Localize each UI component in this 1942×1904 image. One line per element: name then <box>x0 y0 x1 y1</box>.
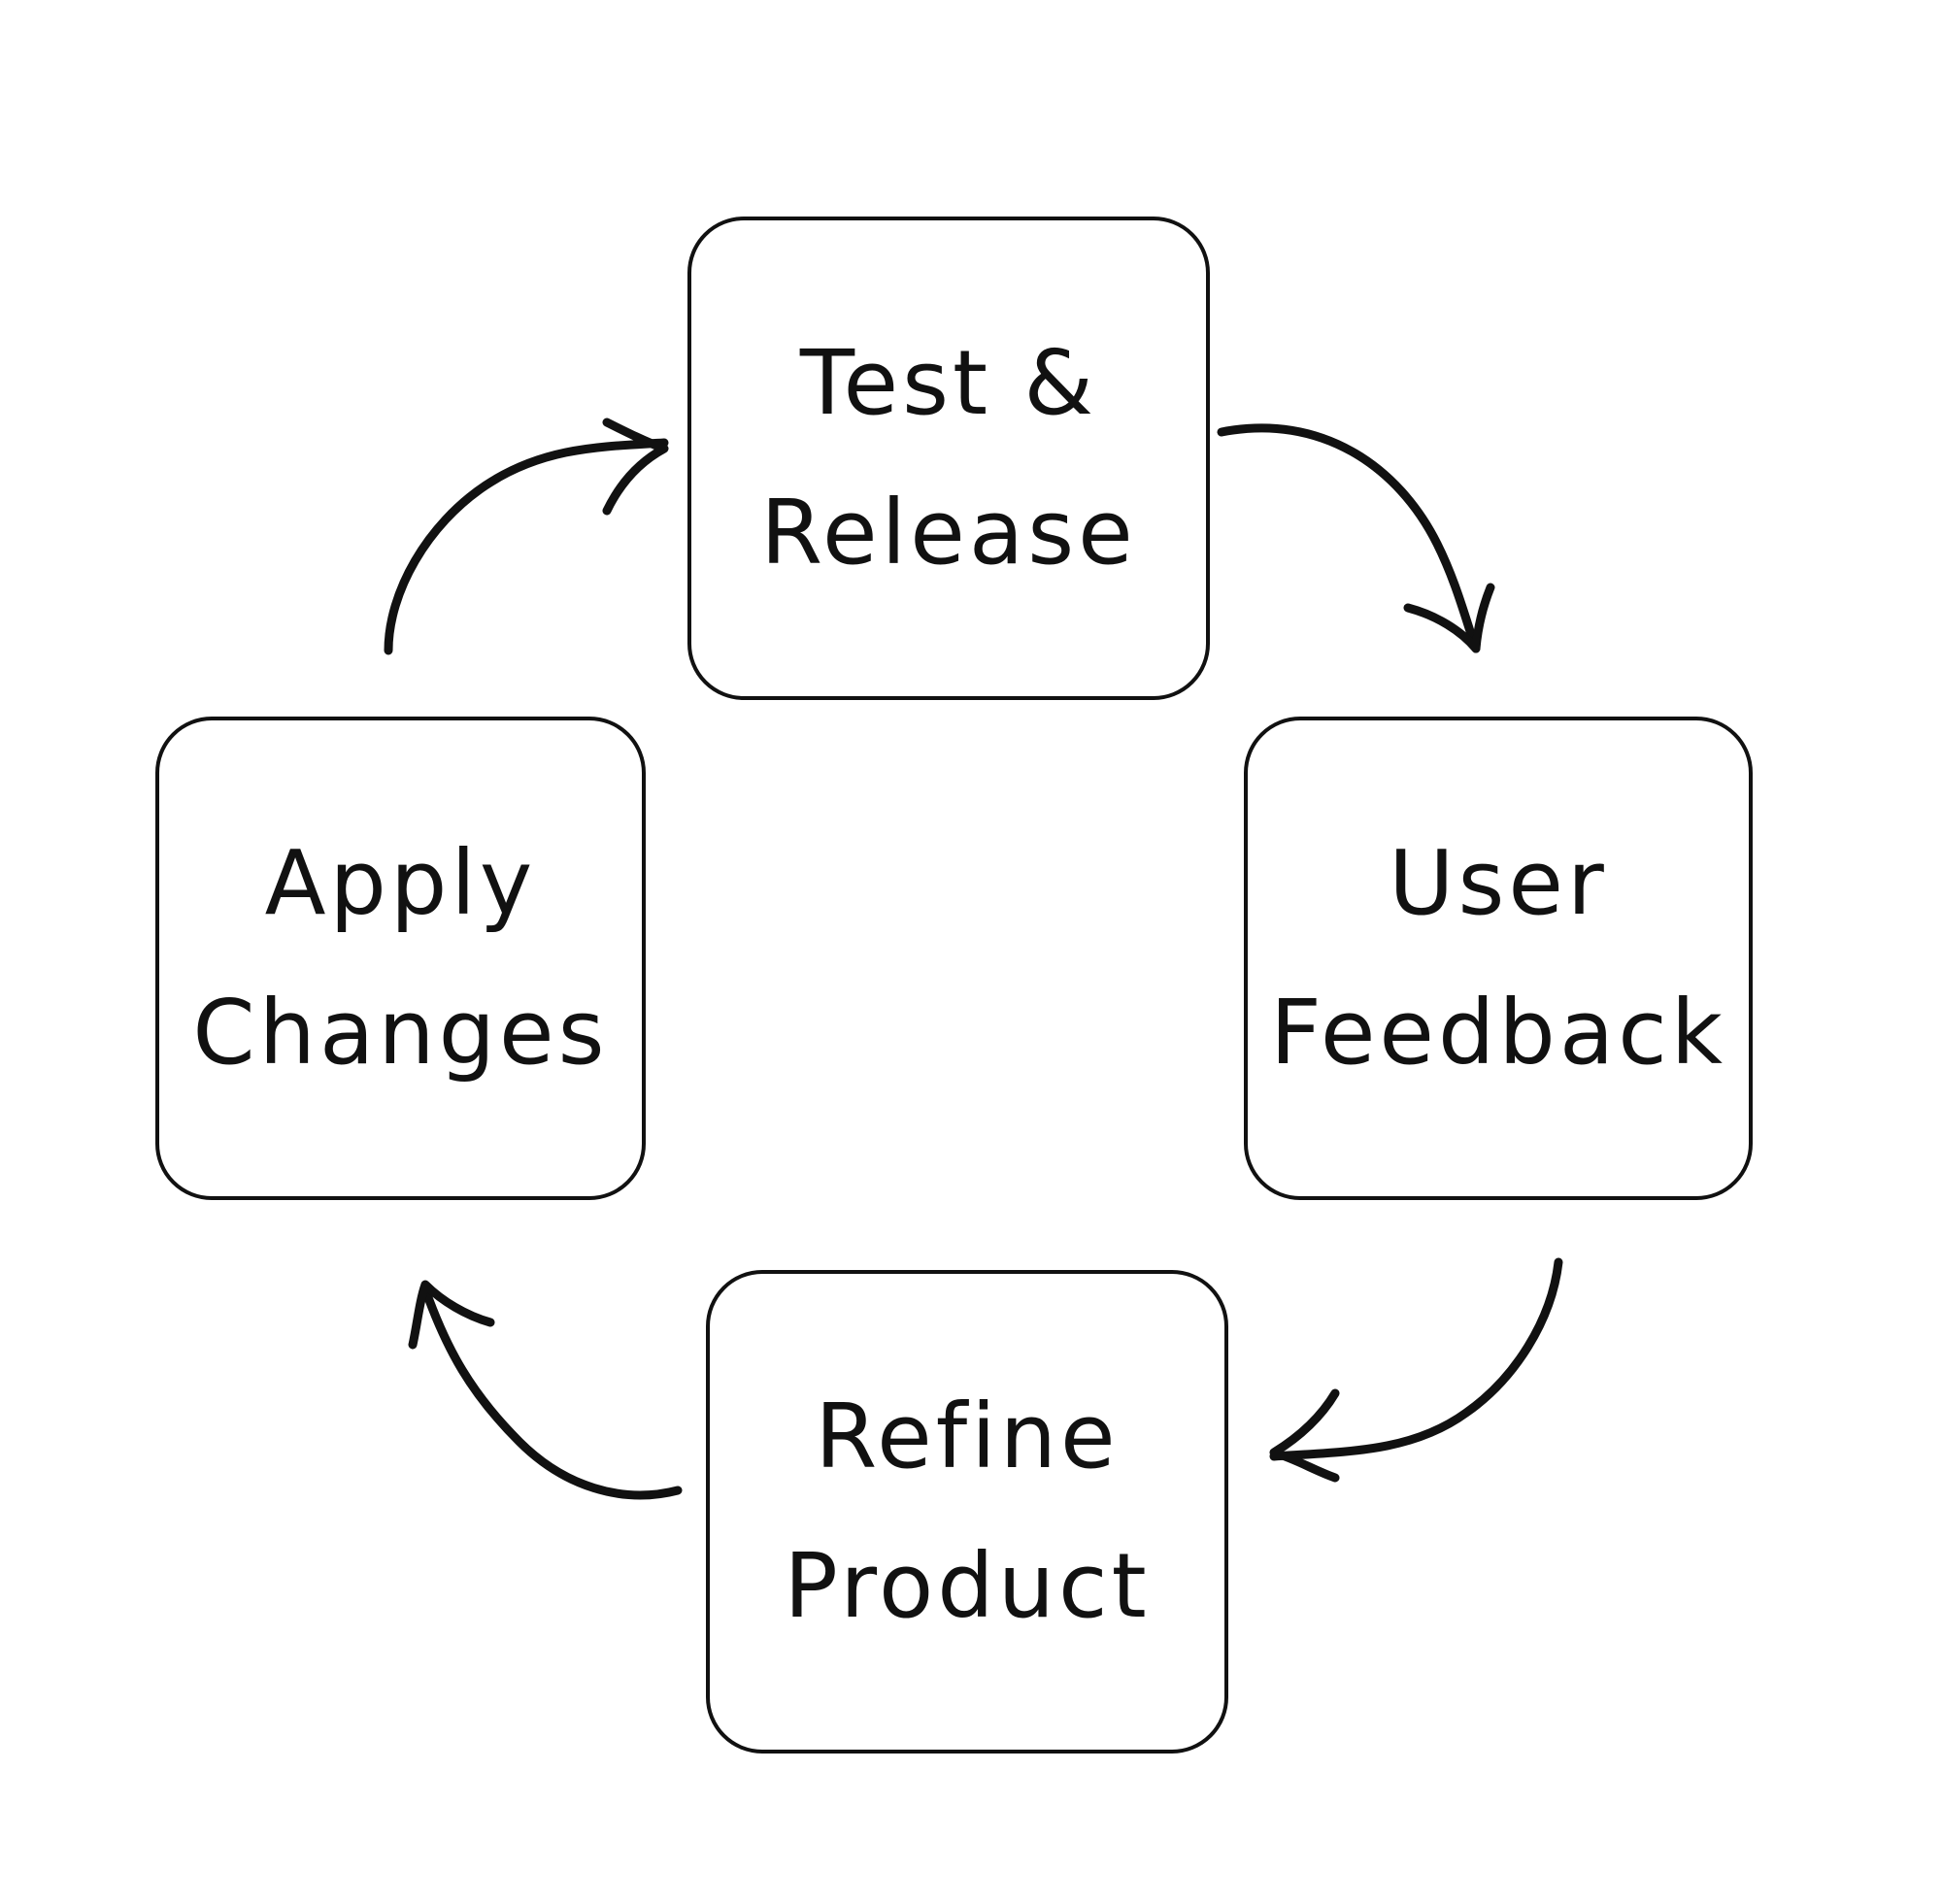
node-label-line: Release <box>760 481 1137 585</box>
node-test-release: Test & Release <box>687 217 1210 700</box>
arrow-head <box>1403 583 1495 653</box>
arrow-shaft <box>384 438 669 655</box>
arrow-head <box>408 1280 495 1350</box>
node-label-line: Changes <box>192 981 609 1085</box>
node-label-line: Feedback <box>1269 981 1727 1085</box>
arrow-head <box>602 418 669 516</box>
arrow-apply-changes-to-test-release <box>384 418 669 655</box>
arrow-shaft <box>1217 423 1481 653</box>
arrow-shaft <box>420 1285 683 1500</box>
node-label-line: User <box>1389 831 1608 935</box>
node-user-feedback: User Feedback <box>1244 717 1753 1200</box>
arrow-test-release-to-user-feedback <box>1217 423 1495 653</box>
arrow-refine-product-to-apply-changes <box>408 1280 683 1500</box>
node-apply-changes: Apply Changes <box>155 717 646 1200</box>
node-label-line: Product <box>784 1534 1151 1638</box>
arrow-user-feedback-to-refine-product <box>1269 1257 1563 1483</box>
node-label-line: Refine <box>815 1385 1120 1488</box>
node-refine-product: Refine Product <box>706 1270 1228 1754</box>
node-label-line: Test & <box>799 331 1098 435</box>
node-label-line: Apply <box>264 831 537 935</box>
arrow-shaft <box>1269 1257 1563 1461</box>
arrow-head <box>1269 1388 1340 1483</box>
